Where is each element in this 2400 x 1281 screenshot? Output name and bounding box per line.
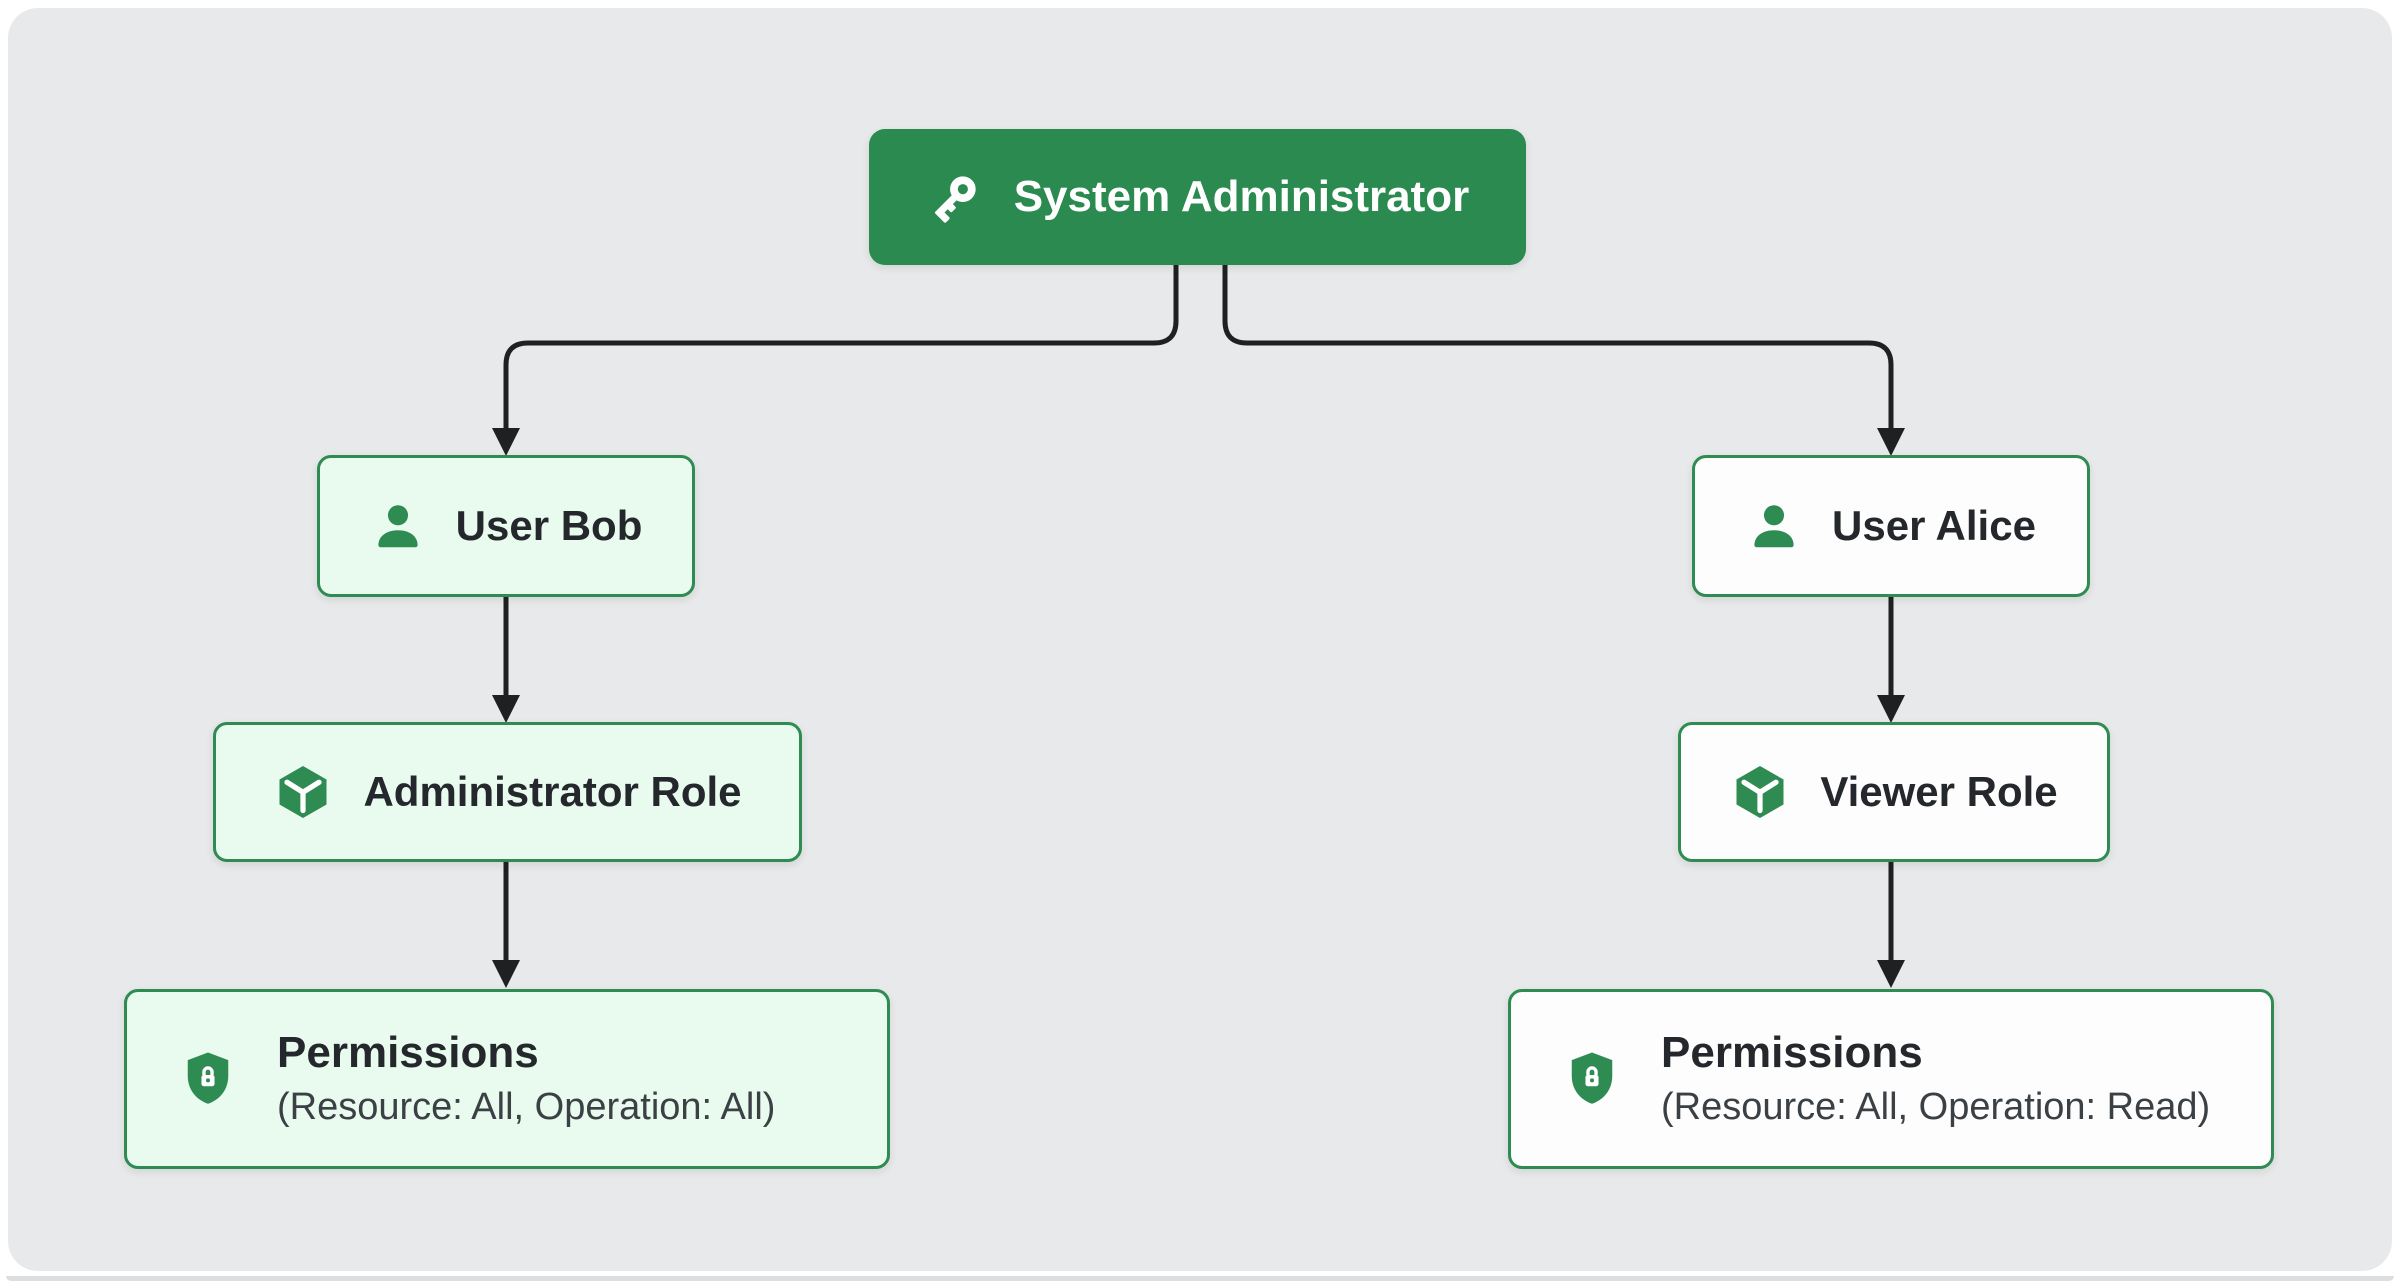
edge-system-admin-to-user-bob: [503, 265, 1179, 428]
node-label: Administrator Role: [363, 768, 742, 815]
permissions-detail: (Resource: All, Operation: All): [277, 1086, 776, 1129]
cube-icon: [273, 762, 333, 822]
person-icon: [1746, 498, 1802, 554]
arrowhead-permissions-viewer: [1877, 960, 1905, 988]
shield-lock-icon: [181, 1048, 235, 1110]
permissions-text: Permissions (Resource: All, Operation: A…: [277, 1027, 776, 1129]
permissions-text: Permissions (Resource: All, Operation: R…: [1661, 1027, 2211, 1129]
key-icon: [926, 168, 984, 226]
arrowhead-admin-role: [492, 695, 520, 723]
shield-lock-icon: [1565, 1048, 1619, 1110]
node-user-alice: User Alice: [1692, 455, 2090, 597]
node-permissions-admin: Permissions (Resource: All, Operation: A…: [124, 989, 890, 1169]
permissions-title: Permissions: [1661, 1027, 1923, 1077]
permissions-detail: (Resource: All, Operation: Read): [1661, 1086, 2211, 1129]
node-administrator-role: Administrator Role: [213, 722, 802, 862]
arrowhead-viewer-role: [1877, 695, 1905, 723]
node-label: System Administrator: [1013, 172, 1470, 221]
arrowhead-user-alice: [1877, 428, 1905, 456]
node-label: Viewer Role: [1820, 768, 2058, 815]
edge-system-admin-to-user-alice: [1222, 265, 1894, 428]
person-icon: [370, 498, 426, 554]
node-user-bob: User Bob: [317, 455, 695, 597]
node-viewer-role: Viewer Role: [1678, 722, 2110, 862]
cube-icon: [1730, 762, 1790, 822]
arrowhead-user-bob: [492, 428, 520, 456]
node-label: User Bob: [455, 502, 643, 549]
permissions-title: Permissions: [277, 1027, 539, 1077]
node-label: User Alice: [1832, 502, 2036, 549]
bottom-edge-strip: [6, 1276, 2394, 1281]
node-permissions-viewer: Permissions (Resource: All, Operation: R…: [1508, 989, 2274, 1169]
node-system-administrator: System Administrator: [869, 129, 1526, 265]
arrowhead-permissions-admin: [492, 960, 520, 988]
